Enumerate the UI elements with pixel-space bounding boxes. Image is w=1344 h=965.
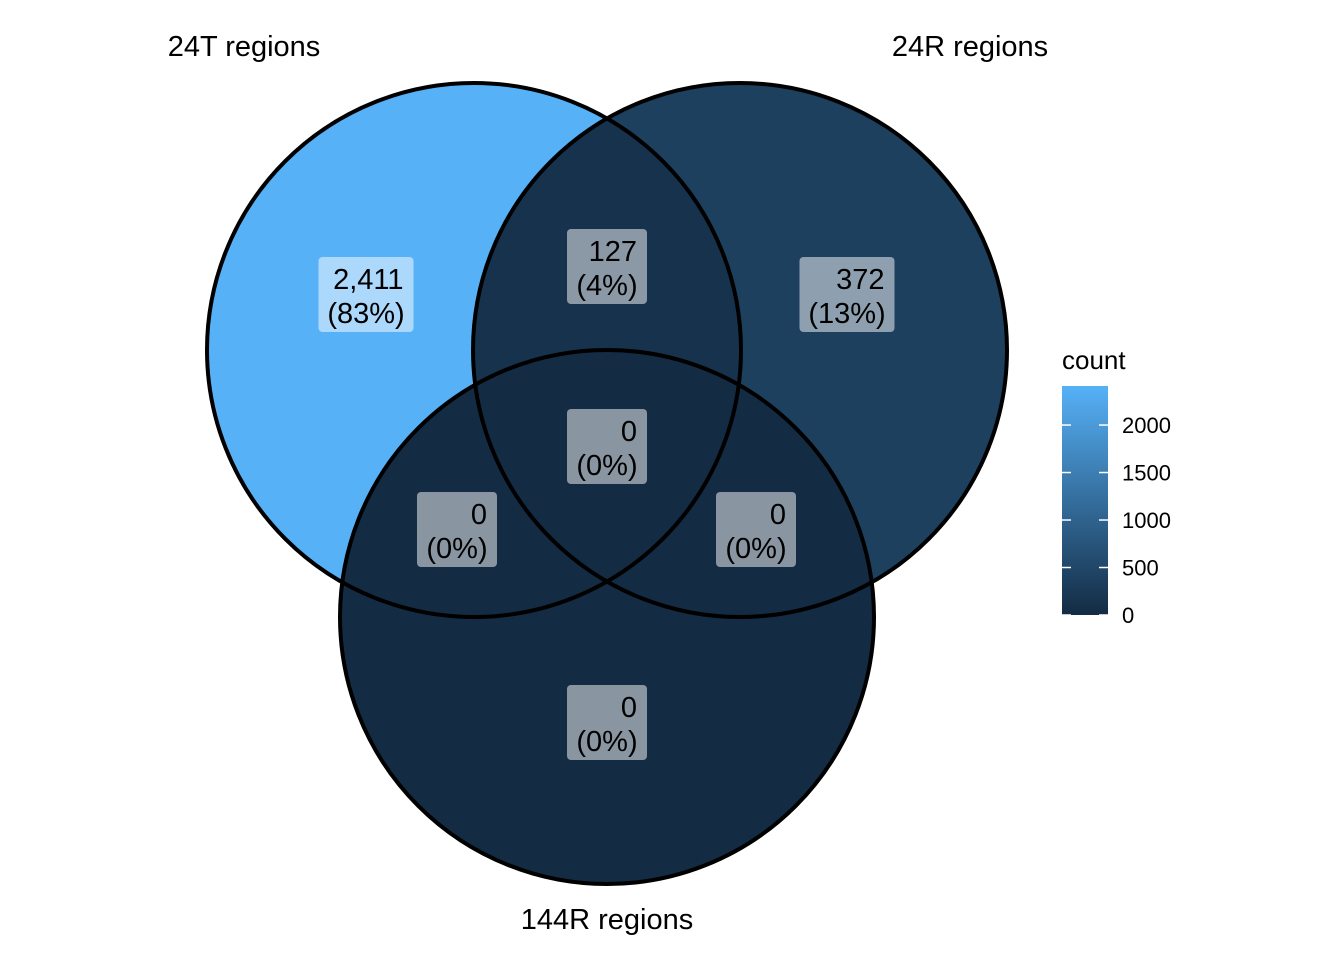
region-label: 2,411(83%) <box>318 257 414 332</box>
region-label: 372(13%) <box>799 257 895 332</box>
region-label: 0(0%) <box>567 409 647 484</box>
region-label-box <box>716 492 796 567</box>
region-count: 2,411 <box>333 264 403 296</box>
region-labels: 2,411(83%)127(4%)372(13%)0(0%)0(0%)0(0%)… <box>318 229 895 760</box>
region-label: 0(0%) <box>567 685 647 760</box>
region-label-box <box>567 409 647 484</box>
region-percent: (83%) <box>327 298 404 330</box>
region-label-box <box>417 492 497 567</box>
region-percent: (13%) <box>808 298 885 330</box>
set-outline-24T <box>205 81 743 619</box>
legend-tick-label: 500 <box>1122 556 1159 581</box>
legend-title: count <box>1062 345 1126 375</box>
legend-tick-label: 1000 <box>1122 508 1171 533</box>
set-title-144R: 144R regions <box>521 904 694 936</box>
region-percent: (0%) <box>576 726 637 758</box>
legend-colorbar <box>1062 386 1108 615</box>
region-percent: (0%) <box>725 533 786 565</box>
region-label-box <box>567 229 647 304</box>
region-percent: (4%) <box>576 270 637 302</box>
set-title-24T: 24T regions <box>168 31 321 63</box>
set-outline-144R <box>338 348 876 886</box>
region-count: 0 <box>471 499 487 531</box>
region-count: 0 <box>621 416 637 448</box>
region-label-box <box>567 685 647 760</box>
legend-tick-label: 0 <box>1122 603 1134 628</box>
set-title-24R: 24R regions <box>892 31 1048 63</box>
legend-tick-label: 2000 <box>1122 413 1171 438</box>
region-count: 0 <box>621 692 637 724</box>
region-count: 127 <box>589 236 637 268</box>
region-label-box <box>318 257 414 332</box>
color-legend: count 2000 1500 1000 500 0 <box>1062 345 1171 628</box>
region-label-box <box>799 257 895 332</box>
region-percent: (0%) <box>426 533 487 565</box>
region-percent: (0%) <box>576 450 637 482</box>
region-label: 127(4%) <box>567 229 647 304</box>
set-outline-24R <box>471 81 1009 619</box>
legend-tick-label: 1500 <box>1122 461 1171 486</box>
region-count: 0 <box>770 499 786 531</box>
region-label: 0(0%) <box>417 492 497 567</box>
region-label: 0(0%) <box>716 492 796 567</box>
set-outlines <box>205 81 1009 886</box>
region-count: 372 <box>836 264 884 296</box>
